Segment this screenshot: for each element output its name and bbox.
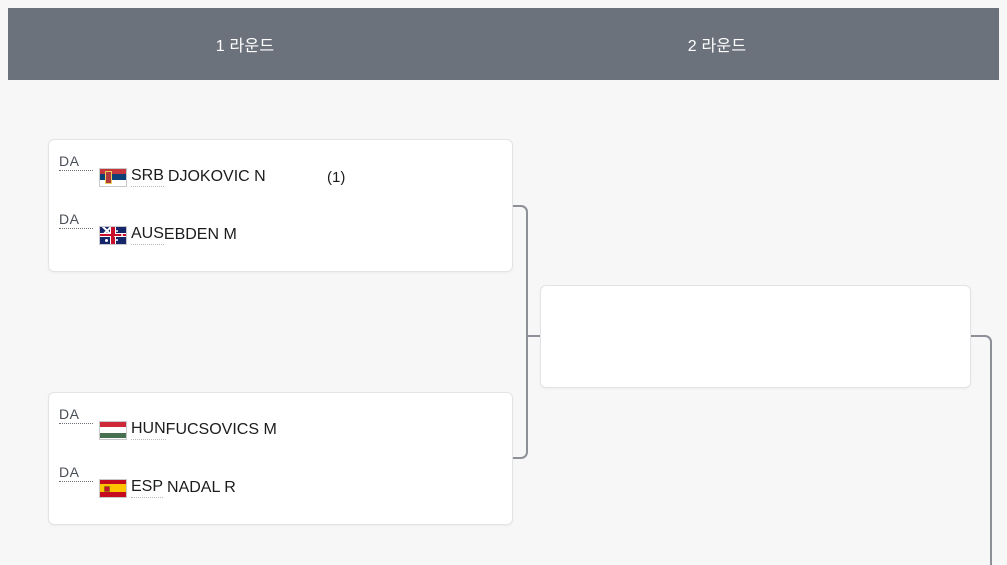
player-status-tag: DA (59, 465, 93, 482)
player-status-tag: DA (59, 407, 93, 424)
round-header-2: 2 라운드 (482, 8, 952, 80)
rounds-header-bar: 1 라운드 2 라운드 (8, 8, 999, 80)
bracket-connector-stub (526, 335, 541, 337)
player-country-code: SRB (131, 167, 164, 187)
match-card-round1-match2[interactable]: DA HUN FUCSOVICS M DA ESP NADAL R (48, 392, 513, 525)
player-row[interactable]: DA AUS EBDEN M (49, 206, 512, 264)
round-header-1-label: 1 라운드 (215, 38, 275, 55)
player-seed: (1) (327, 168, 346, 186)
round-header-1: 1 라운드 (8, 8, 482, 80)
match-card-round1-match1[interactable]: DA SRB DJOKOVIC N (1) DA AUS EBDEN M (48, 139, 513, 272)
player-name: DJOKOVIC N (167, 168, 266, 185)
player-status-tag: DA (59, 154, 93, 171)
bracket-connector-bottom (513, 336, 528, 459)
player-name: EBDEN M (163, 226, 237, 243)
hungary-flag-icon (99, 420, 127, 440)
player-row[interactable]: DA ESP NADAL R (49, 459, 512, 517)
bracket-container: DA SRB DJOKOVIC N (1) DA AUS EBDEN M (0, 80, 1007, 565)
bracket-connector-top (513, 205, 528, 337)
player-row[interactable]: DA SRB DJOKOVIC N (1) (49, 148, 512, 206)
player-status-tag: DA (59, 212, 93, 229)
bracket-connector-outgoing (970, 335, 992, 565)
round-header-2-label: 2 라운드 (687, 38, 747, 55)
player-name: NADAL R (167, 479, 236, 496)
player-country-code: HUN (131, 420, 166, 440)
player-row[interactable]: DA HUN FUCSOVICS M (49, 401, 512, 459)
match-card-round2-match1[interactable] (540, 285, 971, 388)
serbia-flag-icon (99, 167, 127, 187)
player-name: FUCSOVICS M (165, 421, 277, 438)
spain-flag-icon (99, 478, 127, 498)
player-country-code: ESP (131, 478, 164, 498)
australia-flag-icon (99, 225, 127, 245)
player-country-code: AUS (131, 225, 164, 245)
